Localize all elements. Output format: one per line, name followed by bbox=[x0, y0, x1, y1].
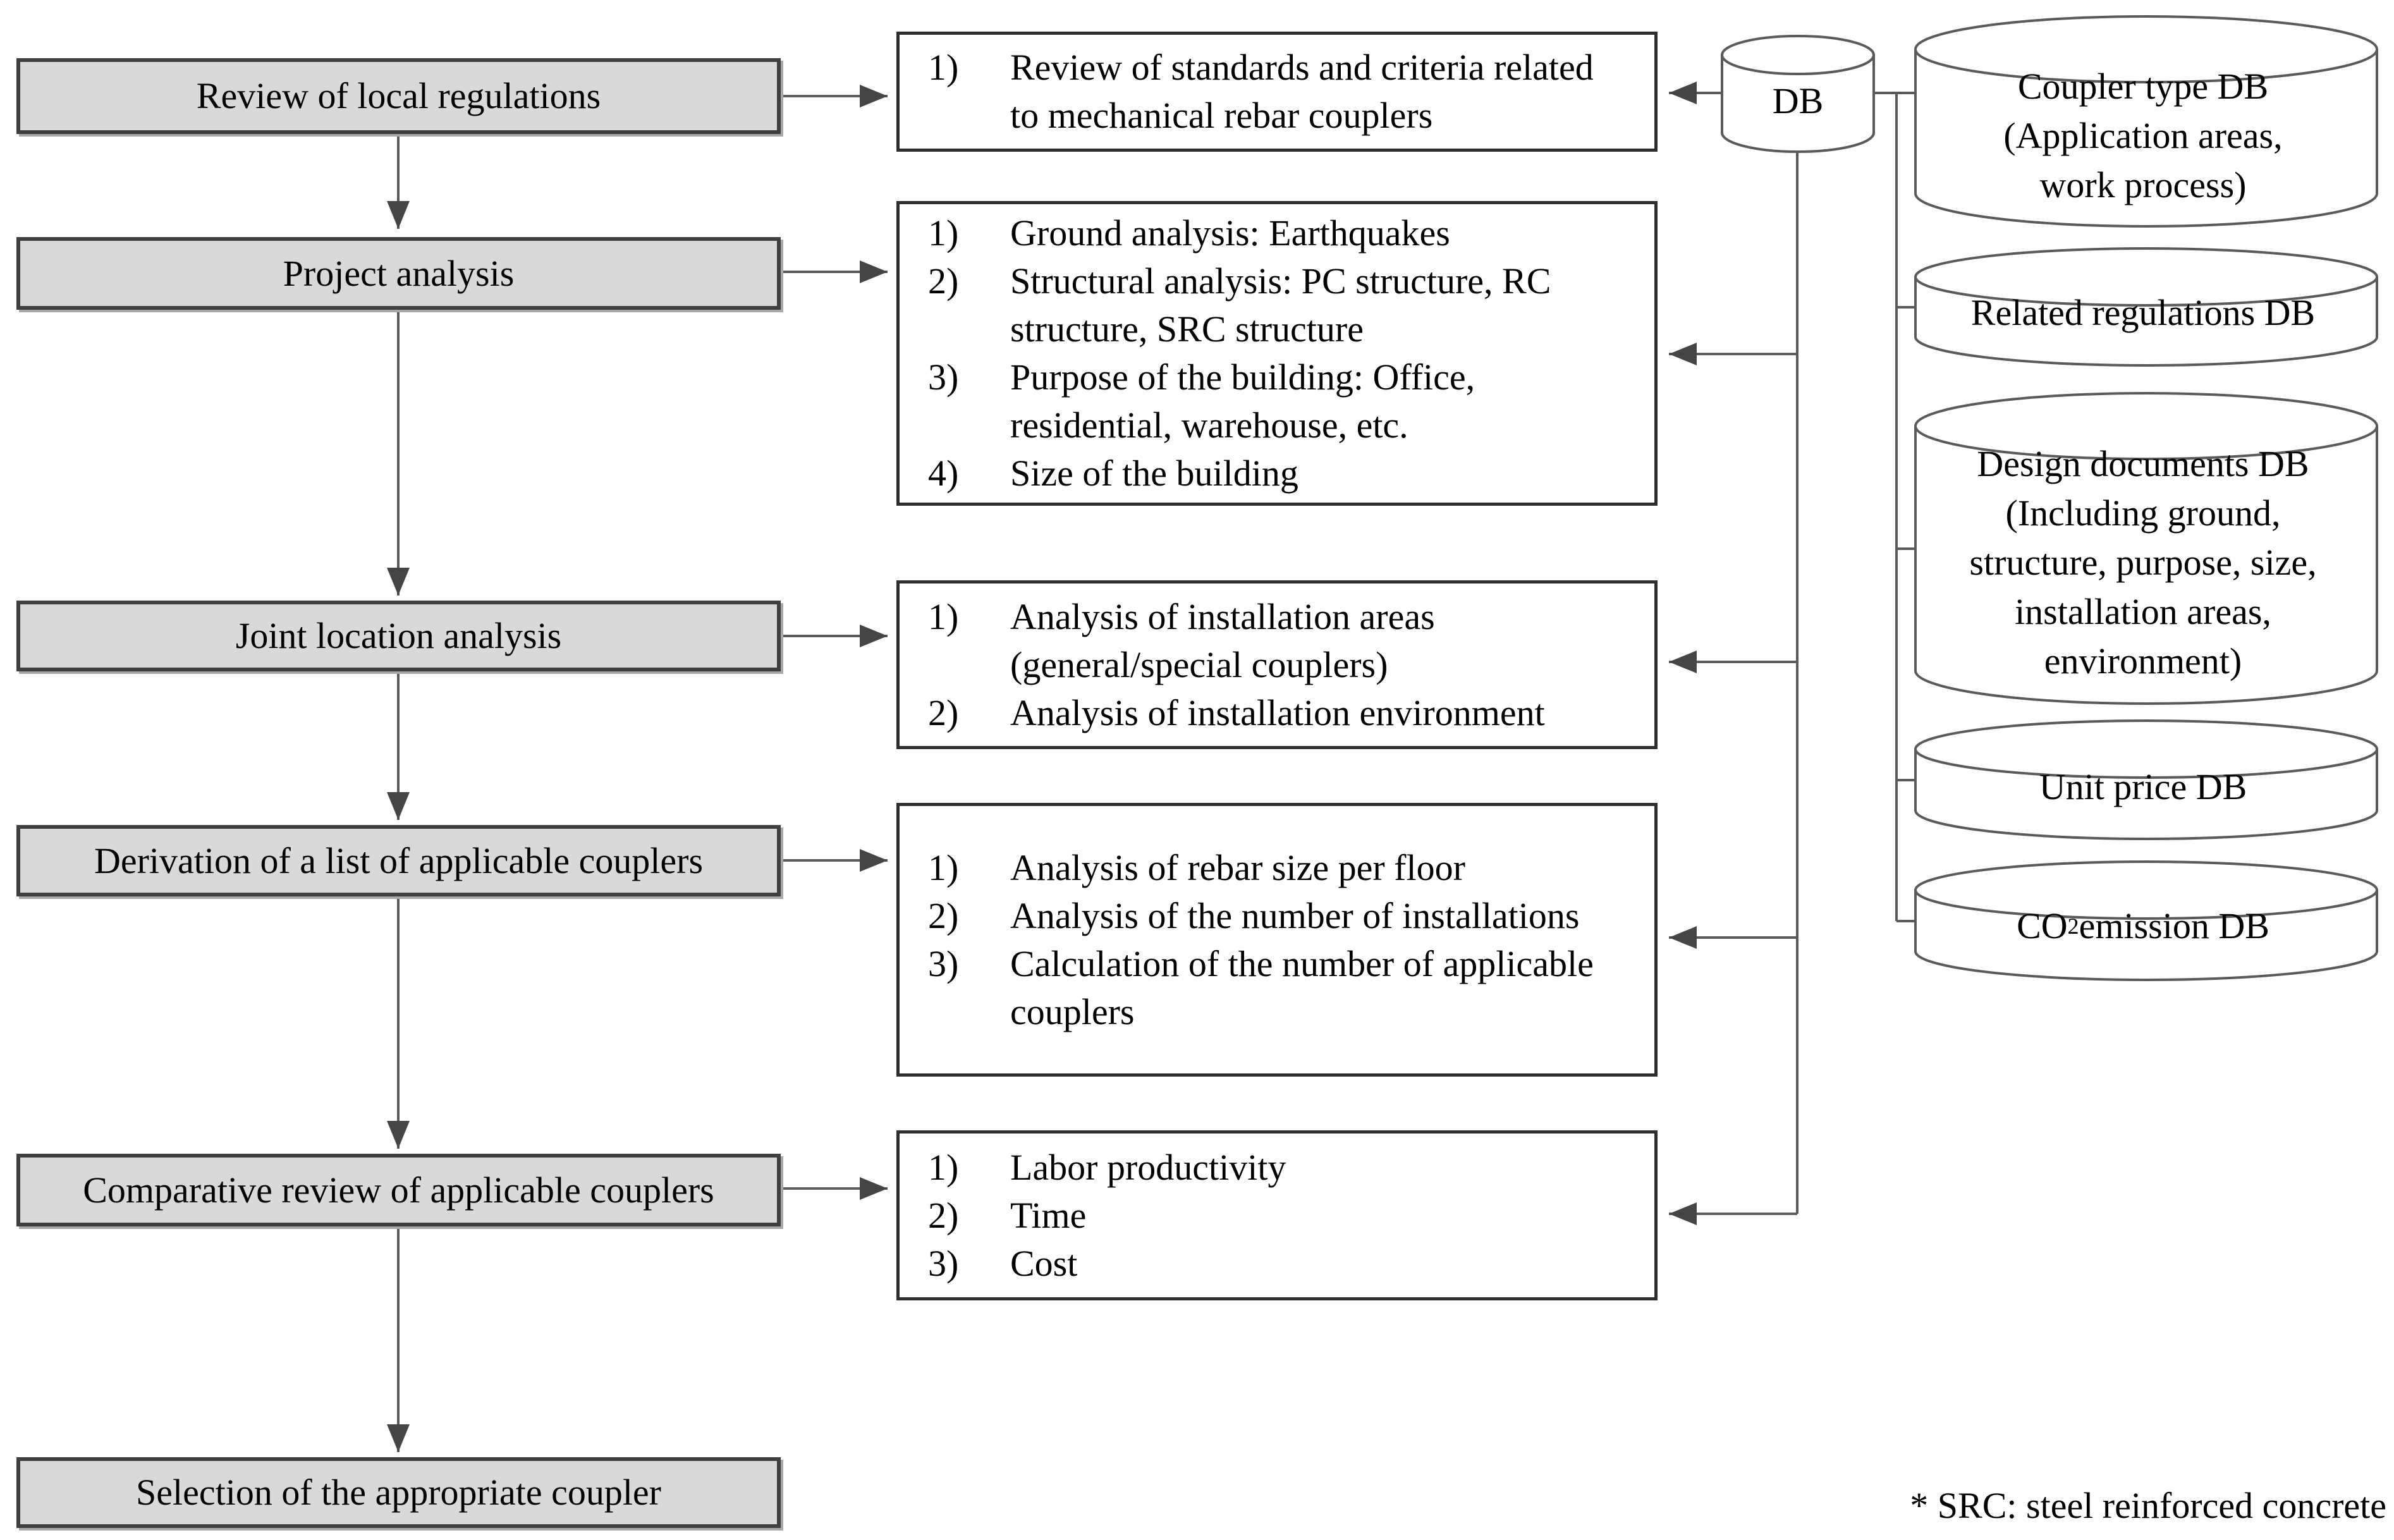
list-item-number: 2) bbox=[928, 260, 959, 302]
list-item-number: 2) bbox=[928, 895, 959, 936]
detail-box-standards: 1) Review of standards and criteria rela… bbox=[896, 32, 1658, 152]
list-item-text: Size of the building bbox=[1010, 453, 1298, 494]
list-item-number: 4) bbox=[928, 453, 959, 494]
unit-price-db-cylinder bbox=[1914, 719, 2378, 840]
list-item: 3) Calculation of the number of applicab… bbox=[928, 940, 1616, 1036]
list-item-number: 1) bbox=[928, 846, 959, 888]
list-item-text: Cost bbox=[1010, 1242, 1078, 1284]
list-item-number: 3) bbox=[928, 943, 959, 984]
list-item: 2) Time bbox=[928, 1192, 1616, 1240]
list-item: 2) Analysis of installation environment bbox=[928, 689, 1616, 737]
list-item-number: 1) bbox=[928, 212, 959, 254]
process-step-label: Joint location analysis bbox=[235, 615, 562, 657]
db-hub-label: DB bbox=[1772, 80, 1824, 121]
list-item-text: Labor productivity bbox=[1010, 1146, 1286, 1188]
list-item-text: Ground analysis: Earthquakes bbox=[1010, 212, 1450, 254]
detail-box-project-analysis: 1) Ground analysis: Earthquakes 2) Struc… bbox=[896, 201, 1658, 506]
list-item-number: 1) bbox=[928, 47, 959, 88]
detail-box-comparative-review: 1) Labor productivity 2) Time 3) Cost bbox=[896, 1130, 1658, 1300]
process-step-label: Review of local regulations bbox=[196, 75, 601, 117]
list-item-number: 1) bbox=[928, 596, 959, 637]
process-step-label: Comparative review of applicable coupler… bbox=[83, 1169, 714, 1211]
process-step-label: Selection of the appropriate coupler bbox=[135, 1472, 661, 1513]
detail-box-applicable-couplers: 1) Analysis of rebar size per floor 2) A… bbox=[896, 803, 1658, 1077]
list-item: 1) Labor productivity bbox=[928, 1144, 1616, 1192]
list-item-number: 1) bbox=[928, 1146, 959, 1188]
list-item-text: Purpose of the building: Office, residen… bbox=[1010, 357, 1475, 446]
list-item: 4) Size of the building bbox=[928, 449, 1616, 498]
process-step-review-regulations: Review of local regulations bbox=[16, 58, 781, 134]
list-item-number: 2) bbox=[928, 1194, 959, 1236]
list-item: 1) Analysis of rebar size per floor bbox=[928, 844, 1616, 892]
database-label-design-documents: Design documents DB (Including ground, s… bbox=[1969, 443, 2317, 681]
co2-label-suffix: emission DB bbox=[2079, 905, 2269, 946]
process-step-joint-location: Joint location analysis bbox=[16, 601, 781, 671]
db-hub-cylinder bbox=[1721, 35, 1875, 153]
list-item: 2) Structural analysis: PC structure, RC… bbox=[928, 257, 1616, 353]
co2-emission-db-cylinder bbox=[1914, 860, 2378, 981]
process-step-label: Derivation of a list of applicable coupl… bbox=[94, 840, 704, 881]
list-item-text: Structural analysis: PC structure, RC st… bbox=[1010, 260, 1551, 350]
related-regulations-db-cylinder bbox=[1914, 247, 2378, 367]
list-item-text: Analysis of installation environment bbox=[1010, 692, 1545, 733]
process-step-comparative-review: Comparative review of applicable coupler… bbox=[16, 1154, 781, 1226]
list-item: 3) Cost bbox=[928, 1240, 1616, 1288]
process-step-label: Project analysis bbox=[283, 252, 515, 294]
database-label-unit-price: Unit price DB bbox=[2039, 766, 2247, 807]
list-item-number: 3) bbox=[928, 1242, 959, 1284]
src-footnote: * SRC: steel reinforced concrete bbox=[1910, 1485, 2386, 1526]
process-step-project-analysis: Project analysis bbox=[16, 237, 781, 310]
list-item: 1) Review of standards and criteria rela… bbox=[928, 44, 1616, 140]
list-item-text: Time bbox=[1010, 1194, 1087, 1236]
list-item: 1) Analysis of installation areas (gener… bbox=[928, 593, 1616, 689]
list-item-text: Analysis of installation areas (general/… bbox=[1010, 596, 1435, 685]
list-item-text: Calculation of the number of applicable … bbox=[1010, 943, 1594, 1032]
list-item-number: 2) bbox=[928, 692, 959, 733]
process-step-selection: Selection of the appropriate coupler bbox=[16, 1457, 781, 1528]
design-documents-db-cylinder bbox=[1914, 392, 2378, 705]
list-item-text: Analysis of rebar size per floor bbox=[1010, 846, 1465, 888]
list-item-text: Analysis of the number of installations bbox=[1010, 895, 1580, 936]
detail-box-joint-location: 1) Analysis of installation areas (gener… bbox=[896, 580, 1658, 749]
coupler-type-db-cylinder bbox=[1914, 15, 2378, 228]
co2-label-prefix: CO bbox=[2017, 905, 2068, 946]
list-item-number: 3) bbox=[928, 357, 959, 398]
database-label-related-regulations: Related regulations DB bbox=[1970, 292, 2316, 333]
process-step-derivation-list: Derivation of a list of applicable coupl… bbox=[16, 825, 781, 896]
list-item-text: Review of standards and criteria related… bbox=[1010, 47, 1594, 136]
list-item: 1) Ground analysis: Earthquakes bbox=[928, 209, 1616, 257]
list-item: 3) Purpose of the building: Office, resi… bbox=[928, 353, 1616, 449]
list-item: 2) Analysis of the number of installatio… bbox=[928, 892, 1616, 940]
database-label-coupler-type: Coupler type DB (Application areas, work… bbox=[2003, 66, 2283, 205]
